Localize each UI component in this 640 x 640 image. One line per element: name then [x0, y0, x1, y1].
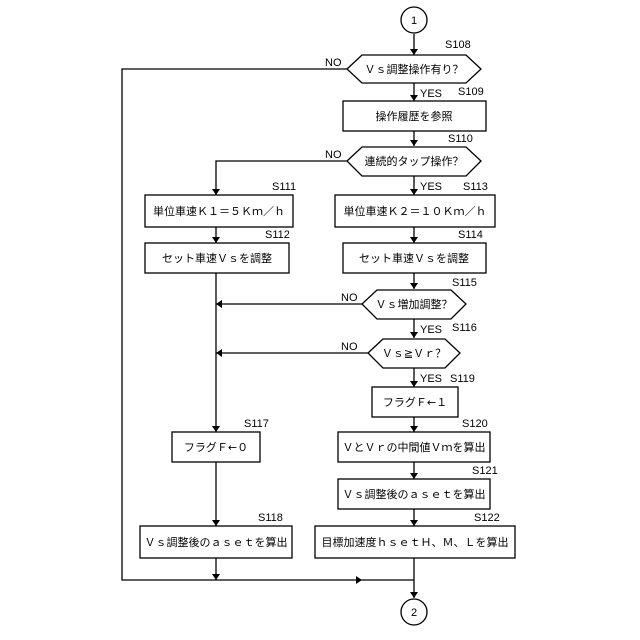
decision-s116-text: Ｖｓ≧Ｖｒ？ — [382, 347, 446, 360]
process-s119-text: フラグＦ←１ — [383, 395, 447, 409]
step-id-s115: S115 — [452, 277, 477, 289]
process-s113-text: 単位車速Ｋ２＝１０Ｋｍ／ｈ — [344, 204, 487, 218]
no-label-s116: NO — [341, 341, 358, 353]
process-s117: フラグＦ←０ S117 — [172, 418, 269, 462]
step-id-s120: S120 — [462, 418, 488, 430]
process-s117-text: フラグＦ←０ — [184, 440, 248, 454]
connector-bottom: 2 — [401, 599, 427, 625]
connector-top-label: 1 — [411, 15, 417, 27]
process-s118-text: Ｖｓ調整後のａｓｅｔを算出 — [145, 535, 288, 549]
step-id-s110: S110 — [448, 133, 473, 145]
step-id-s122: S122 — [474, 512, 500, 524]
process-s122: 目標加速度ｈｓｅｔＨ、Ｍ、Ｌを算出 S122 — [315, 512, 515, 558]
no-label-s110: NO — [325, 149, 342, 161]
decision-s108-text: Ｖｓ調整操作有り？ — [365, 62, 464, 76]
process-s121: Ｖｓ調整後のａｓｅｔを算出 S121 — [338, 465, 498, 509]
yes-label-s110: YES — [420, 181, 442, 193]
no-label-s115: NO — [341, 292, 358, 304]
step-id-s109: S109 — [458, 86, 484, 98]
process-s109-text: 操作履歴を参照 — [376, 109, 453, 123]
step-id-s111: S111 — [272, 181, 296, 193]
step-id-s117: S117 — [244, 418, 269, 430]
step-id-s113: S113 — [463, 181, 488, 193]
decision-s115-text: Ｖｓ増加調整？ — [376, 297, 453, 311]
decision-s115: Ｖｓ増加調整？ S115 — [362, 277, 477, 319]
yes-label-s108: YES — [420, 88, 442, 100]
connector-bottom-label: 2 — [411, 607, 417, 619]
process-s120-text: ＶとＶｒの中間値Ｖｍを算出 — [343, 440, 486, 454]
process-s112: セット車速Ｖｓを調整 S112 — [145, 229, 290, 273]
process-s114-text: セット車速Ｖｓを調整 — [359, 251, 469, 265]
step-id-s114: S114 — [458, 229, 483, 241]
process-s112-text: セット車速Ｖｓを調整 — [162, 251, 272, 265]
process-s122-text: 目標加速度ｈｓｅｔＨ、Ｍ、Ｌを算出 — [322, 535, 509, 549]
step-id-s121: S121 — [472, 465, 498, 477]
connector-top: 1 — [401, 7, 427, 33]
process-s111: 単位車速Ｋ１＝５Ｋｍ／ｈ S111 — [145, 181, 296, 227]
step-id-s108: S108 — [445, 39, 471, 51]
step-id-s118: S118 — [258, 512, 283, 524]
step-id-s119: S119 — [450, 373, 475, 385]
process-s111-text: 単位車速Ｋ１＝５Ｋｍ／ｈ — [153, 204, 285, 218]
yes-label-s116: YES — [420, 373, 442, 385]
process-s113: 単位車速Ｋ２＝１０Ｋｍ／ｈ S113 — [335, 181, 495, 227]
step-id-s112: S112 — [265, 229, 290, 241]
yes-label-s115: YES — [420, 324, 442, 336]
no-label-s108: NO — [325, 57, 342, 69]
process-s121-text: Ｖｓ調整後のａｓｅｔを算出 — [343, 487, 486, 501]
decision-s110-text: 連続的タップ操作？ — [365, 154, 464, 168]
step-id-s116: S116 — [452, 322, 477, 334]
